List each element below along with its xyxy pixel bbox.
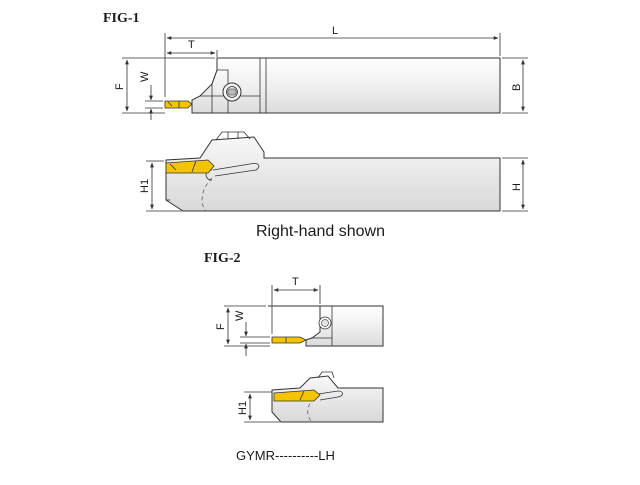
fig2-clamp-screw-icon xyxy=(318,316,332,330)
fig2-top-view xyxy=(268,305,384,347)
fig2-title: FIG-2 xyxy=(204,251,241,266)
fig1-dim-H1: H1 xyxy=(139,160,182,212)
label-H1: H1 xyxy=(139,179,151,193)
fig1-dim-B: B xyxy=(502,57,528,114)
label-W: W xyxy=(139,71,151,82)
fig2-side-insert xyxy=(273,389,321,402)
fig1-dim-T: T xyxy=(166,39,218,57)
label-H: H xyxy=(511,183,523,191)
fig2-label-F: F xyxy=(215,323,227,330)
fig1-dim-W: W xyxy=(139,71,163,120)
fig1-top-insert xyxy=(164,100,193,109)
fig1-side-insert xyxy=(165,159,215,174)
label-L: L xyxy=(332,25,338,37)
fig1-dim-H: H xyxy=(502,157,528,212)
fig2-dim-H1: H1 xyxy=(237,391,280,423)
fig1-side-view xyxy=(165,131,501,212)
label-T: T xyxy=(188,39,195,51)
fig2-label-T: T xyxy=(292,276,299,288)
fig1-top-view xyxy=(164,57,501,114)
fig1-dim-L: L xyxy=(164,25,501,97)
fig1-side-body xyxy=(165,136,501,212)
fig2-dim-T: T xyxy=(271,276,321,334)
fig2-caption: GYMR----------LH xyxy=(236,448,335,463)
fig1-caption: Right-hand shown xyxy=(256,223,385,240)
fig1-dim-F: F xyxy=(114,57,215,114)
fig2-top-insert xyxy=(271,336,307,344)
fig2-label-W: W xyxy=(234,310,246,321)
fig2-dim-W: W xyxy=(234,310,270,356)
fig1-clamp-screw-icon xyxy=(222,82,242,102)
label-F: F xyxy=(114,83,126,90)
fig1-title: FIG-1 xyxy=(103,11,140,26)
fig2-label-H1: H1 xyxy=(237,401,249,415)
label-B: B xyxy=(511,84,523,91)
fig2-side-view xyxy=(271,371,384,423)
